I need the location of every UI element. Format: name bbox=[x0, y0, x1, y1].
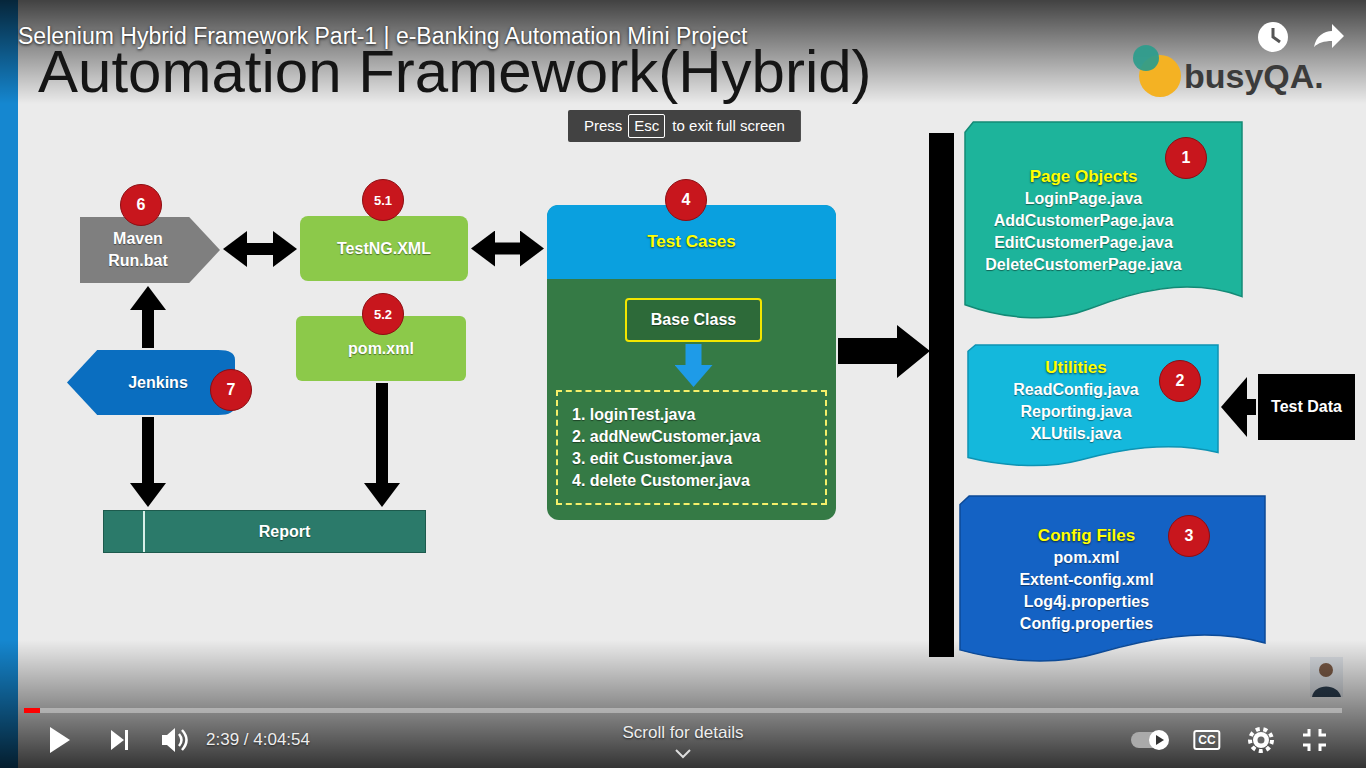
node-text: pom.xml bbox=[1054, 547, 1120, 569]
node-text: Log4j.properties bbox=[1024, 591, 1149, 613]
callout-number: 3 bbox=[1168, 515, 1210, 557]
doc-fill bbox=[965, 122, 1242, 318]
node-text: Config.properties bbox=[1020, 613, 1153, 635]
test-data-box: Test Data bbox=[1258, 374, 1355, 440]
node-content: Report bbox=[104, 511, 425, 552]
progress-track bbox=[24, 708, 1342, 713]
diagram-title: Automation Framework(Hybrid) bbox=[38, 40, 872, 104]
top-shade bbox=[0, 0, 1366, 104]
node-content: Base Class bbox=[627, 300, 760, 340]
jenkins-box: Jenkins bbox=[67, 350, 235, 415]
volume-wave bbox=[182, 730, 187, 750]
time-display: 2:39 / 4:04:54 bbox=[206, 729, 310, 751]
autoplay-play bbox=[1156, 735, 1164, 745]
brand-logo: busyQA. bbox=[1184, 57, 1324, 96]
node-text: Report bbox=[259, 521, 311, 543]
captions-button: CC bbox=[1193, 730, 1220, 750]
node-text: XLUtils.java bbox=[1031, 423, 1122, 445]
autoplay-knob bbox=[1149, 730, 1169, 750]
jenk-fill bbox=[67, 350, 235, 415]
connector-arrow bbox=[142, 309, 154, 348]
callout-number: 2 bbox=[1159, 360, 1201, 402]
pent-fill bbox=[80, 217, 220, 283]
node-text: LoginPage.java bbox=[1025, 188, 1142, 210]
volume-icon bbox=[162, 728, 175, 752]
node-text: EditCustomerPage.java bbox=[994, 232, 1173, 254]
progress-played bbox=[24, 708, 40, 713]
logo-circle bbox=[1133, 45, 1159, 71]
uses-arrow bbox=[838, 325, 930, 378]
settings-teeth bbox=[1250, 729, 1272, 751]
node-heading: Config Files bbox=[1038, 525, 1135, 547]
node-text: AddCustomerPage.java bbox=[994, 210, 1174, 232]
key-cap: Esc bbox=[628, 114, 665, 138]
node-content: Test Data bbox=[1258, 374, 1355, 440]
group-bar bbox=[929, 133, 954, 657]
node-heading: Page Objects bbox=[1030, 166, 1138, 188]
callout-number: 1 bbox=[1165, 137, 1207, 179]
node-text: Base Class bbox=[651, 309, 736, 331]
node-heading: Utilities bbox=[1045, 357, 1106, 379]
node-text: Reporting.java bbox=[1020, 401, 1131, 423]
node-text: 3. edit Customer.java bbox=[572, 448, 732, 470]
connector-arrow bbox=[142, 417, 154, 484]
connector-arrow bbox=[686, 344, 702, 366]
connector-arrow bbox=[494, 243, 521, 255]
node-text: DeleteCustomerPage.java bbox=[985, 254, 1182, 276]
test-list-box: 1. loginTest.java2. addNewCustomer.java3… bbox=[556, 390, 827, 505]
settings-hole bbox=[1258, 737, 1265, 744]
doc-fill bbox=[968, 345, 1218, 466]
config-files-document: Config Filespom.xmlExtent-config.xmlLog4… bbox=[960, 496, 1265, 667]
settings-icon bbox=[1253, 732, 1269, 748]
bottom-shade bbox=[0, 640, 1366, 768]
share-icon bbox=[1314, 24, 1344, 48]
report-bar: Report bbox=[103, 510, 426, 553]
node-text: TestNG.XML bbox=[337, 238, 431, 260]
maven-run-box: Maven Run.bat bbox=[80, 217, 220, 283]
connector-arrow bbox=[1246, 399, 1256, 415]
node-text: 2. addNewCustomer.java bbox=[572, 426, 761, 448]
fullscreen-notice: Press bbox=[584, 116, 622, 136]
node-content: Maven Run.bat bbox=[80, 217, 220, 283]
node-text: 1. loginTest.java bbox=[572, 404, 695, 426]
next-icon-bar bbox=[125, 730, 128, 750]
node-content: 1. loginTest.java2. addNewCustomer.java3… bbox=[558, 392, 825, 503]
volume-wave bbox=[179, 734, 182, 746]
base-class-box: Base Class bbox=[625, 298, 762, 342]
callout-number: 5.2 bbox=[362, 293, 404, 335]
exit-fullscreen-icon bbox=[1303, 729, 1326, 751]
callout-number: 6 bbox=[120, 184, 162, 226]
testng-box: TestNG.XML bbox=[300, 216, 468, 281]
callout-number: 4 bbox=[665, 179, 707, 221]
doc-fill bbox=[960, 496, 1265, 661]
play-icon bbox=[50, 727, 70, 753]
callout-number: 7 bbox=[210, 369, 252, 411]
fullscreen-notice-box bbox=[568, 110, 801, 142]
connector-arrow bbox=[246, 243, 274, 255]
node-content: Jenkins bbox=[67, 350, 235, 415]
node-content: TestNG.XML bbox=[300, 216, 468, 281]
watch-later-icon bbox=[1258, 22, 1288, 52]
callout-number: 5.1 bbox=[362, 179, 404, 221]
node-text: Test Data bbox=[1271, 396, 1342, 418]
node-text: ReadConfig.java bbox=[1013, 379, 1138, 401]
video-title: Selenium Hybrid Framework Part-1 | e-Ban… bbox=[18, 22, 748, 50]
node-text: Extent-config.xml bbox=[1019, 569, 1153, 591]
node-content: Config Filespom.xmlExtent-config.xmlLog4… bbox=[960, 496, 1265, 667]
clock-hands bbox=[1273, 28, 1280, 42]
node-text: Jenkins bbox=[128, 372, 188, 394]
node-text: Maven Run.bat bbox=[99, 228, 177, 272]
next-icon bbox=[111, 730, 124, 750]
node-text: 4. delete Customer.java bbox=[572, 470, 750, 492]
connector-arrow bbox=[376, 383, 388, 484]
scroll-hint: Scroll for details bbox=[623, 722, 744, 744]
node-text: pom.xml bbox=[348, 338, 414, 360]
pent-outline bbox=[80, 217, 220, 283]
chevron-icon bbox=[676, 750, 690, 757]
fullscreen-notice: to exit full screen bbox=[672, 116, 785, 136]
